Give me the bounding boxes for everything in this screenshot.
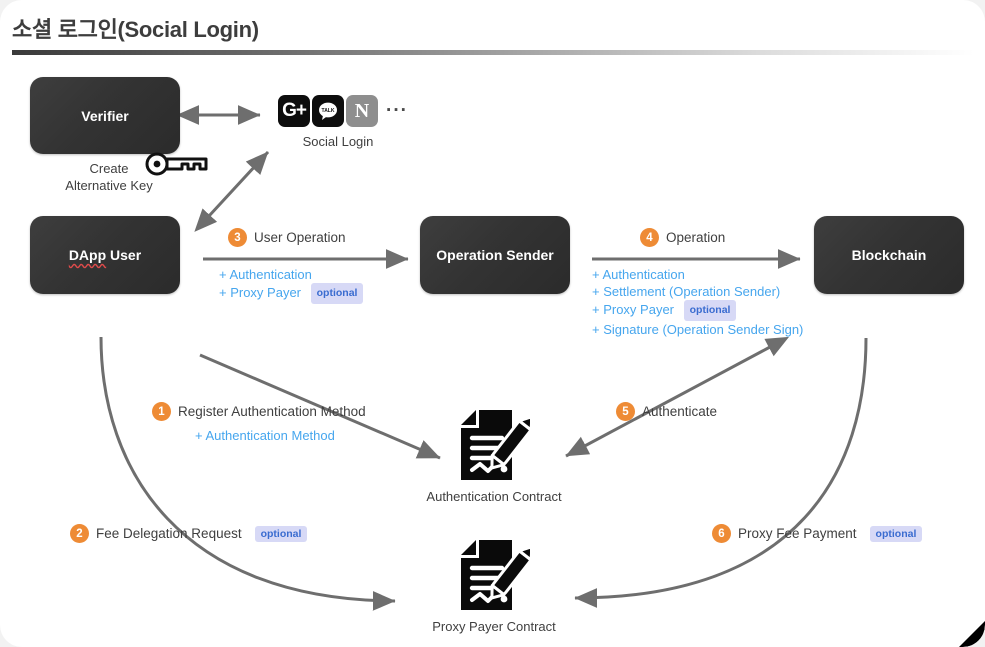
ellipsis-icon: ··· bbox=[386, 100, 408, 122]
step-4-payload: + Authentication + Settlement (Operation… bbox=[592, 266, 803, 338]
node-operation-sender[interactable]: Operation Sender bbox=[420, 216, 570, 294]
step-4-payload-line-0: + Authentication bbox=[592, 266, 803, 283]
google-plus-icon[interactable]: G+ bbox=[278, 95, 310, 127]
step-6-badge: 6 bbox=[712, 524, 731, 543]
step-3-label: User Operation bbox=[254, 230, 346, 245]
title-underline bbox=[12, 50, 974, 55]
step-5-label: Authenticate bbox=[642, 404, 718, 419]
arrow-step6 bbox=[574, 337, 868, 608]
social-login-label: Social Login bbox=[302, 134, 374, 149]
node-dapp-user-label-suffix: User bbox=[106, 247, 142, 263]
step-4-payload-text-2: + Proxy Payer bbox=[592, 302, 675, 317]
step-5: 5 Authenticate bbox=[616, 402, 717, 421]
ellipsis-glyph: ··· bbox=[386, 100, 408, 121]
node-dapp-user[interactable]: DApp User bbox=[30, 216, 180, 294]
step-3-payload-text-0: + Authentication bbox=[219, 267, 312, 282]
step-3-payload: + Authentication + Proxy Payer optional bbox=[219, 266, 364, 304]
step-4-payload-line-1: + Settlement (Operation Sender) bbox=[592, 283, 803, 300]
corner-wedge bbox=[959, 621, 985, 647]
node-blockchain[interactable]: Blockchain bbox=[814, 216, 964, 294]
step-4: 4 Operation bbox=[640, 228, 725, 247]
naver-glyph: N bbox=[354, 99, 370, 122]
node-blockchain-label: Blockchain bbox=[851, 247, 927, 263]
step-4-payload-line-2: + Proxy Payer optional bbox=[592, 300, 803, 321]
step-4-payload-text-3: + Signature (Operation Sender Sign) bbox=[592, 322, 804, 337]
google-plus-glyph: G+ bbox=[282, 100, 307, 121]
node-dapp-user-label-main: DApp bbox=[68, 247, 107, 263]
step-1-badge: 1 bbox=[152, 402, 171, 421]
step-6: 6 Proxy Fee Payment optional bbox=[712, 524, 923, 543]
step-2-optional-pill: optional bbox=[254, 525, 308, 542]
node-verifier-label: Verifier bbox=[81, 107, 129, 124]
step-4-badge: 4 bbox=[640, 228, 659, 247]
arrow-dapp-social bbox=[194, 150, 270, 232]
authentication-contract-icon[interactable] bbox=[458, 408, 534, 487]
step-4-payload-text-1: + Settlement (Operation Sender) bbox=[592, 284, 781, 299]
step-1-payload-line-0: + Authentication Method bbox=[195, 427, 335, 444]
step-3-payload-text-1: + Proxy Payer bbox=[219, 285, 302, 300]
step-4-payload-line-3: + Signature (Operation Sender Sign) bbox=[592, 321, 803, 338]
node-verifier[interactable]: Verifier bbox=[30, 77, 180, 154]
node-dapp-user-label: DApp User bbox=[69, 247, 141, 263]
step-2-label: Fee Delegation Request bbox=[96, 526, 242, 541]
authentication-contract-label: Authentication Contract bbox=[426, 489, 562, 504]
step-1-payload: + Authentication Method bbox=[195, 427, 335, 444]
page-title: 소셜 로그인(Social Login) bbox=[12, 17, 259, 42]
step-2-badge: 2 bbox=[70, 524, 89, 543]
step-1-label: Register Authentication Method bbox=[178, 404, 366, 419]
key-icon bbox=[144, 151, 210, 182]
step-6-label: Proxy Fee Payment bbox=[738, 526, 857, 541]
step-3-badge: 3 bbox=[228, 228, 247, 247]
step-4-label: Operation bbox=[666, 230, 726, 245]
step-2: 2 Fee Delegation Request optional bbox=[70, 524, 308, 543]
kakaotalk-bubble-icon: TALK bbox=[319, 102, 337, 120]
step-1-payload-text-0: + Authentication Method bbox=[195, 428, 335, 443]
proxy-payer-contract-label: Proxy Payer Contract bbox=[432, 619, 556, 634]
step-1: 1 Register Authentication Method bbox=[152, 402, 366, 421]
svg-text:TALK: TALK bbox=[322, 108, 335, 114]
kakaotalk-icon[interactable]: TALK bbox=[312, 95, 344, 127]
naver-icon[interactable]: N bbox=[346, 95, 378, 127]
step-5-badge: 5 bbox=[616, 402, 635, 421]
create-alternative-key-label: Create Alternative Key bbox=[50, 160, 168, 194]
social-login-icons[interactable]: G+ TALK N ··· bbox=[278, 95, 408, 127]
step-3-payload-line-0: + Authentication bbox=[219, 266, 363, 283]
proxy-payer-contract-icon[interactable] bbox=[458, 538, 534, 617]
step-3: 3 User Operation bbox=[228, 228, 346, 247]
step-6-optional-pill: optional bbox=[869, 525, 923, 542]
node-operation-sender-label: Operation Sender bbox=[436, 247, 554, 263]
arrow-step2 bbox=[99, 336, 396, 611]
create-alternative-key-text: Create Alternative Key bbox=[65, 161, 153, 193]
step-3-optional-pill: optional bbox=[310, 283, 364, 304]
step-4-optional-pill: optional bbox=[683, 300, 737, 321]
step-3-payload-line-1: + Proxy Payer optional bbox=[219, 283, 364, 304]
step-4-payload-text-0: + Authentication bbox=[592, 267, 685, 282]
